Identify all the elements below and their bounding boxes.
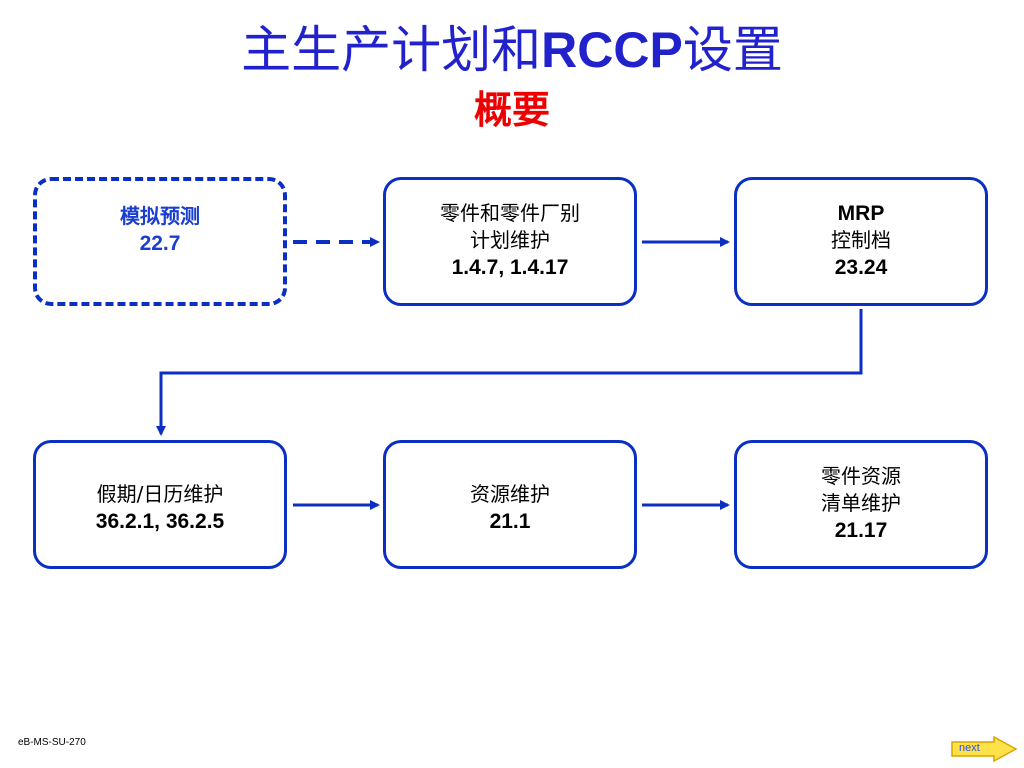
box-number: 21.1 [489,510,531,533]
box-label: 模拟预测 [120,204,200,228]
next-label: next [959,742,980,754]
box-number: 36.2.1, 36.2.5 [95,510,225,533]
box-item-resource-bill: 零件资源 清单维护 21.17 [734,440,988,569]
box-label: 零件和零件厂别 [440,201,580,225]
arrow-mrp-to-holiday [156,309,863,436]
box-number: 1.4.7, 1.4.17 [451,256,569,279]
next-arrow-icon [951,736,1018,762]
slide-code: eB-MS-SU-270 [18,737,86,748]
title-latin: RCCP [541,22,683,78]
next-button[interactable]: next [950,736,1018,762]
box-label: MRP [837,202,885,225]
title-cn: 主生产计划和 [241,21,542,79]
box-mrp-control: MRP 控制档 23.24 [734,177,988,306]
box-label: 假期/日历维护 [96,482,224,506]
box-resource-maintenance: 资源维护 21.1 [383,440,637,569]
title-cn-suffix: 设置 [682,21,783,79]
box-label: 零件资源 [821,464,901,488]
box-number: 23.24 [834,256,888,279]
box-label: 控制档 [831,228,891,252]
page-subtitle: 概要 [473,88,550,132]
box-number: 21.17 [834,519,888,542]
box-label: 计划维护 [470,228,550,252]
box-label: 资源维护 [470,482,550,506]
page-title: 主生产计划和RCCP设置 [0,20,1024,80]
box-simulated-forecast: 模拟预测 22.7 [33,177,287,306]
box-number: 22.7 [139,232,181,255]
box-holiday-calendar: 假期/日历维护 36.2.1, 36.2.5 [33,440,287,569]
box-label: 清单维护 [821,491,901,515]
box-item-site-planning: 零件和零件厂别 计划维护 1.4.7, 1.4.17 [383,177,637,306]
